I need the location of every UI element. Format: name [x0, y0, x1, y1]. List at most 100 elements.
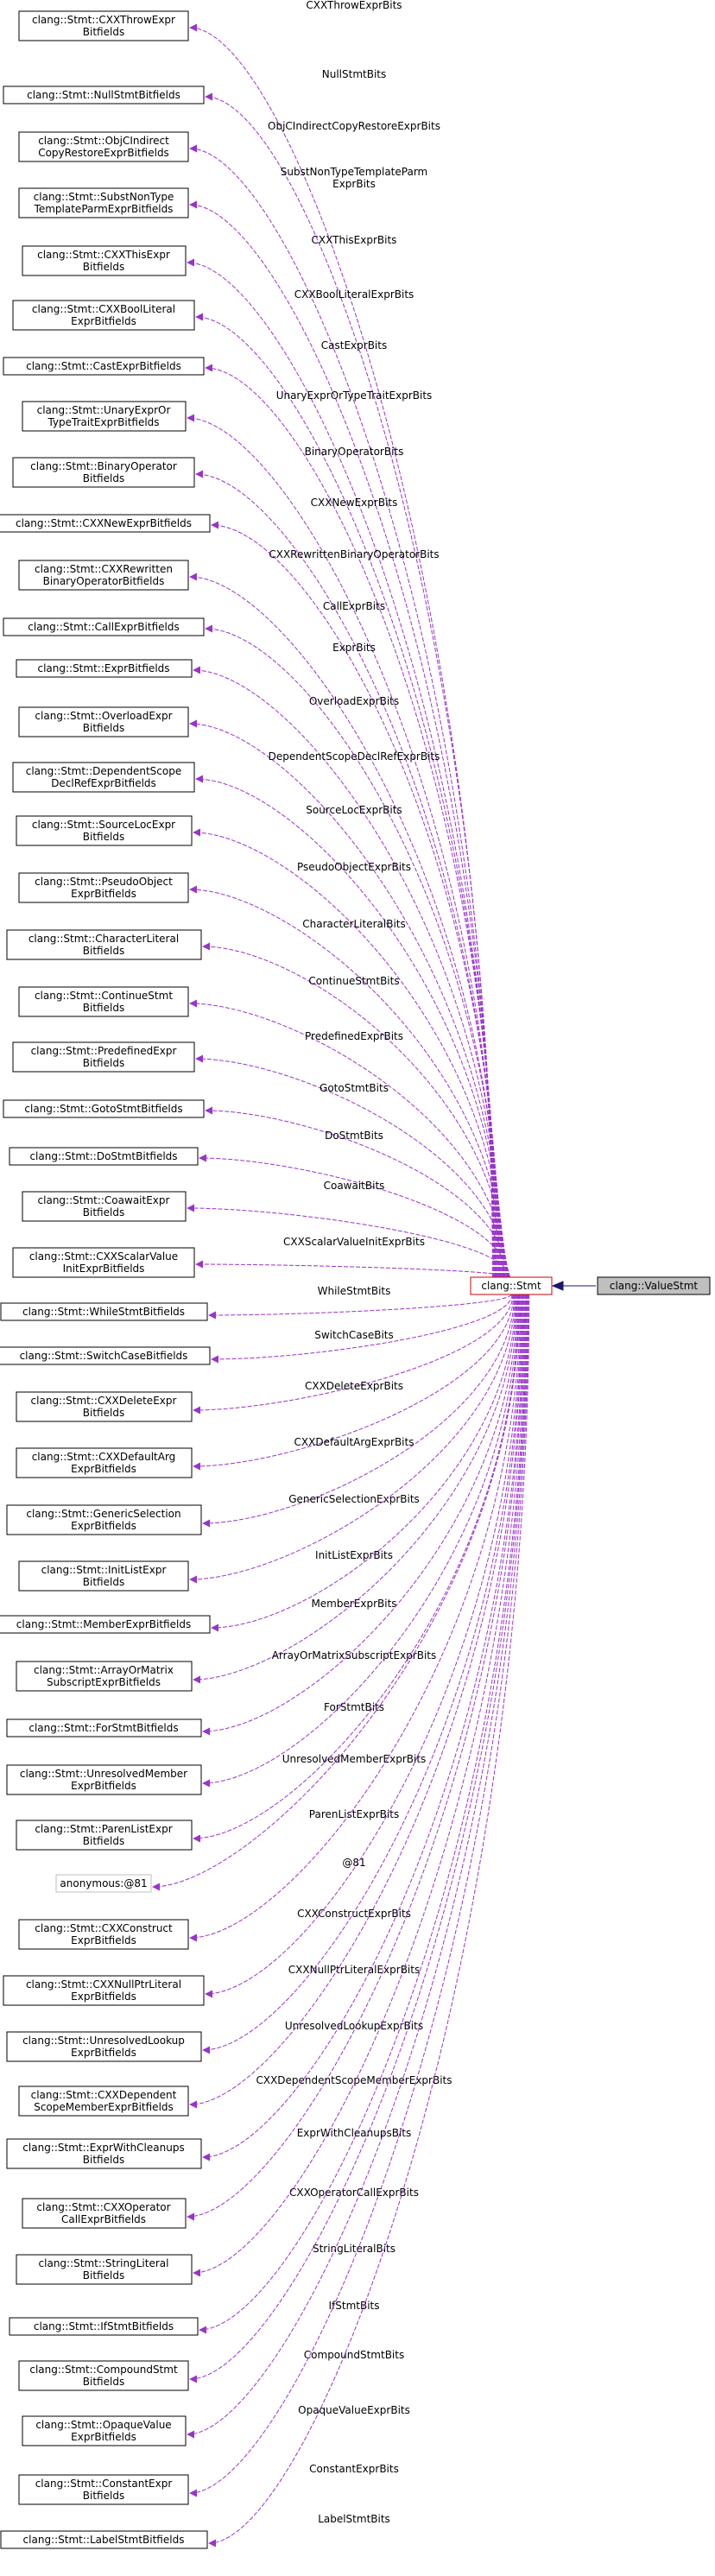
edge-label: SubstNonTypeTemplateParm: [281, 166, 428, 178]
member-node[interactable]: clang::Stmt::IfStmtBitfields: [9, 2317, 199, 2336]
edge-label: CoawaitBits: [324, 1180, 385, 1192]
member-edge: [187, 414, 499, 1278]
member-node-box: [3, 357, 205, 376]
member-node[interactable]: clang::Stmt::DoStmtBitfields: [9, 1147, 199, 1166]
member-node[interactable]: clang::Stmt::ExprBitfields: [16, 659, 193, 678]
member-node[interactable]: clang::Stmt::SubstNonTypeTemplateParmExp…: [18, 187, 189, 218]
member-node[interactable]: clang::Stmt::CXXRewrittenBinaryOperatorB…: [18, 560, 189, 591]
member-node-box: [18, 872, 189, 903]
edge-label: ExprBits: [332, 178, 376, 190]
member-node-label: ExprBitfields: [71, 1780, 136, 1792]
member-node-box: [0, 1615, 211, 1634]
edge-label: CXXOperatorCallExprBits: [289, 2187, 419, 2199]
member-node-label: clang::Stmt::CXXConstruct: [35, 1922, 173, 1934]
member-edge: [152, 1294, 521, 1891]
member-node[interactable]: clang::Stmt::UnresolvedLookupExprBitfiel…: [6, 2031, 202, 2062]
edge-label: OpaqueValueExprBits: [298, 2404, 410, 2416]
member-node-box: [18, 2085, 189, 2117]
member-node[interactable]: clang::Stmt::ArrayOrMatrixSubscriptExprB…: [16, 1661, 193, 1692]
member-node[interactable]: clang::Stmt::CXXNullPtrLiteralExprBitfie…: [3, 1975, 205, 2006]
member-node[interactable]: clang::Stmt::UnresolvedMemberExprBitfiel…: [6, 1764, 202, 1795]
member-node[interactable]: clang::Stmt::SwitchCaseBitfields: [0, 1346, 211, 1365]
member-node[interactable]: clang::Stmt::CXXOperatorCallExprBitfield…: [22, 2198, 187, 2229]
member-node-label: clang::Stmt::CXXRewritten: [35, 563, 173, 575]
edge-label: CXXThrowExprBits: [306, 0, 402, 11]
member-node[interactable]: clang::Stmt::CallExprBitfields: [3, 617, 205, 636]
member-edge: [205, 1294, 522, 1998]
member-node-box: [6, 2138, 202, 2169]
member-node-label: Bitfields: [83, 722, 124, 734]
member-node-label: clang::Stmt::IfStmtBitfields: [34, 2320, 174, 2332]
edge-label: ExprBits: [332, 642, 376, 654]
member-node[interactable]: clang::Stmt::CXXDependentScopeMemberExpr…: [18, 2085, 189, 2117]
member-node[interactable]: clang::Stmt::CXXScalarValueInitExprBitfi…: [12, 1247, 195, 1278]
member-node[interactable]: clang::Stmt::UnaryExprOrTypeTraitExprBit…: [22, 401, 187, 432]
member-node-box: [12, 300, 195, 331]
edge-label: PseudoObjectExprBits: [297, 861, 411, 873]
edge-label: ConstantExprBits: [309, 2463, 399, 2475]
edge-label: CastExprBits: [321, 339, 387, 351]
member-edge: [187, 258, 497, 1278]
edge-label: ForStmtBits: [324, 1701, 384, 1713]
edge-label: CXXScalarValueInitExprBits: [283, 1236, 425, 1248]
member-node[interactable]: clang::Stmt::BinaryOperatorBitfields: [12, 457, 195, 488]
edge-label: UnresolvedLookupExprBits: [285, 2020, 423, 2032]
member-node-label: ExprBitfields: [71, 1463, 136, 1475]
member-node[interactable]: clang::Stmt::NullStmtBitfields: [3, 85, 205, 104]
member-node-label: TypeTraitExprBitfields: [47, 416, 159, 428]
edge-label: CompoundStmtBits: [304, 2349, 404, 2361]
member-node[interactable]: clang::Stmt::MemberExprBitfields: [0, 1615, 211, 1634]
member-edge: [195, 775, 504, 1278]
member-edge: [193, 1294, 526, 2277]
member-node-label: CopyRestoreExprBitfields: [38, 147, 169, 159]
member-edge: [193, 666, 503, 1278]
member-node[interactable]: clang::Stmt::GenericSelectionExprBitfiel…: [6, 1504, 202, 1535]
member-node-box: [22, 2415, 187, 2446]
member-node[interactable]: clang::Stmt::CastExprBitfields: [3, 357, 205, 376]
member-node[interactable]: clang::Stmt::ForStmtBitfields: [6, 1718, 202, 1737]
member-node[interactable]: clang::Stmt::GotoStmtBitfields: [3, 1099, 205, 1118]
member-node-label: clang::Stmt::CXXNewExprBitfields: [16, 517, 192, 529]
member-node-label: ExprBitfields: [71, 1991, 136, 2003]
member-node[interactable]: clang::Stmt::CXXNewExprBitfields: [0, 514, 211, 533]
member-node[interactable]: clang::Stmt::LabelStmtBitfields: [0, 2530, 208, 2549]
member-node[interactable]: anonymous:@81: [55, 1874, 152, 1893]
member-node-box: [16, 659, 193, 678]
member-edge: [205, 92, 494, 1278]
member-edge: [189, 1294, 516, 1584]
member-node-label: clang::Stmt::ForStmtBitfields: [28, 1722, 178, 1734]
member-node-label: BinaryOperatorBitfields: [43, 575, 165, 587]
member-node[interactable]: clang::Stmt::DependentScopeDeclRefExprBi…: [12, 762, 195, 793]
member-node-label: Bitfields: [83, 945, 124, 957]
center-node-stmt[interactable]: clang::Stmt: [470, 1276, 553, 1295]
member-edge: [189, 200, 496, 1278]
root-node-valuestmt[interactable]: clang::ValueStmt: [597, 1276, 711, 1295]
member-node-label: Bitfields: [83, 2490, 124, 2502]
member-node-label: clang::Stmt::CXXBoolLiteral: [32, 303, 175, 315]
member-node[interactable]: clang::Stmt::WhileStmtBitfields: [0, 1302, 208, 1321]
member-node-label: ExprBitfields: [71, 2047, 136, 2059]
member-node[interactable]: clang::Stmt::ObjCIndirectCopyRestoreExpr…: [18, 131, 189, 162]
member-node-label: clang::Stmt::BinaryOperator: [30, 460, 177, 472]
edge-label: NullStmtBits: [322, 68, 387, 80]
